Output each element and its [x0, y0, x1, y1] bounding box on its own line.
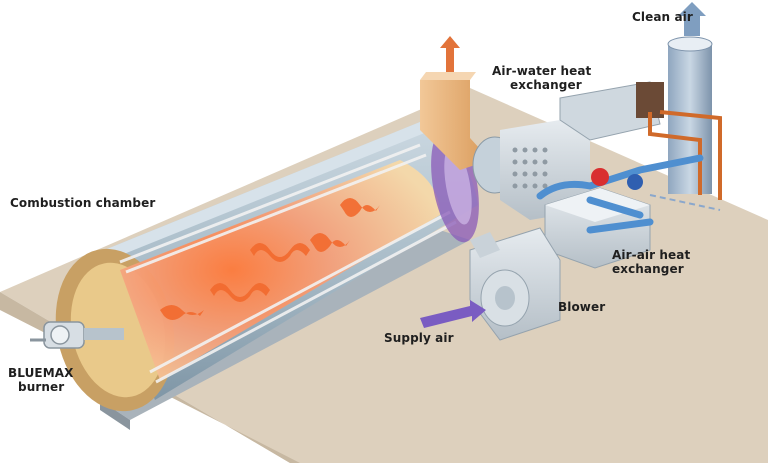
- air-air-heat-exchanger-label-line2: exchanger: [612, 262, 684, 276]
- chimney: [667, 2, 713, 194]
- clean-air-arrow-icon: [678, 2, 706, 36]
- exhaust-arrow-icon: [440, 36, 460, 72]
- air-water-heat-exchanger-label: Air-water heat exchanger: [492, 64, 591, 92]
- motor-icon: [627, 174, 643, 190]
- bluemax-burner-label: BLUEMAX burner: [8, 366, 74, 394]
- blower-label: Blower: [558, 300, 606, 314]
- water-pipes: [648, 110, 722, 200]
- outlet-duct: [559, 81, 661, 141]
- supply-air-arrow-icon: [420, 300, 486, 328]
- burner: [30, 321, 124, 349]
- valve-icon: [591, 168, 609, 186]
- air-air-heat-exchanger-label: Air-air heat exchanger: [612, 248, 690, 276]
- exhaust-duct: [420, 36, 490, 170]
- air-water-heat-exchanger: [500, 120, 590, 220]
- bluemax-burner-label-line2: burner: [18, 380, 65, 394]
- supply-air-label: Supply air: [384, 331, 454, 345]
- combustion-chamber-label: Combustion chamber: [10, 196, 156, 210]
- flame-icon: [160, 198, 380, 320]
- blue-air-pipes: [536, 154, 704, 234]
- blower: [469, 227, 561, 341]
- clean-air-label: Clean air: [632, 10, 693, 24]
- air-air-heat-exchanger-label-line1: Air-air heat: [612, 248, 691, 262]
- air-water-heat-exchanger-label-line1: Air-water heat: [492, 64, 592, 78]
- air-water-heat-exchanger-label-line2: exchanger: [510, 78, 582, 92]
- bluemax-burner-label-line1: BLUEMAX: [8, 366, 74, 380]
